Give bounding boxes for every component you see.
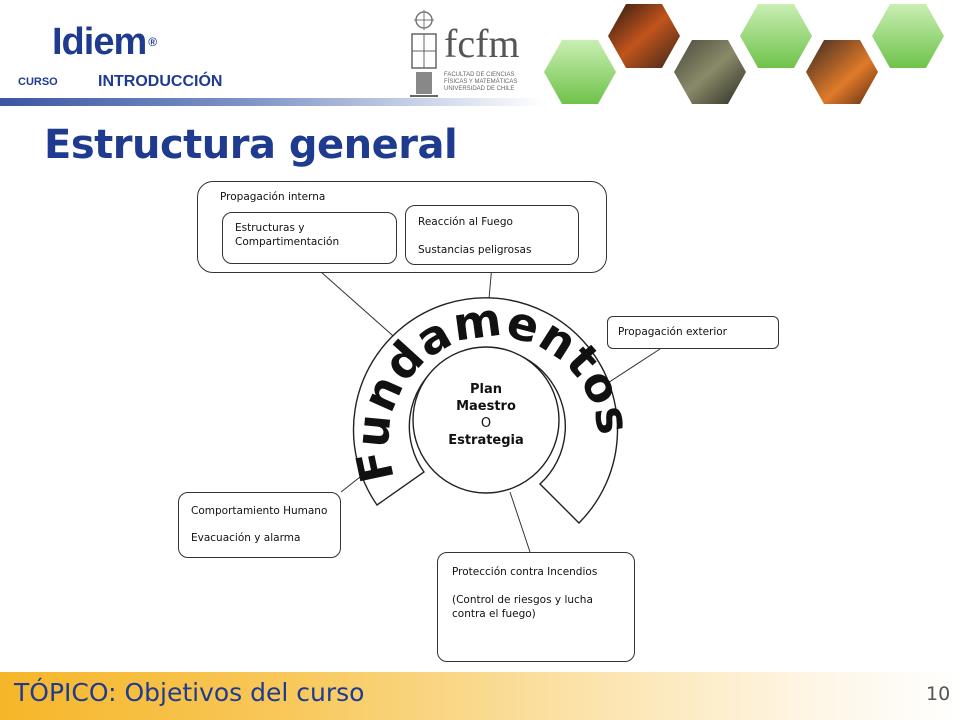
center-line-plan: Plan	[469, 382, 502, 397]
hexagon-photo-strip	[544, 4, 944, 104]
label-evacuacion: Evacuación y alarma	[191, 532, 301, 544]
label-proteccion-detalle: (Control de riesgos y lucha contra el fu…	[452, 594, 593, 620]
label-sustancias: Sustancias peligrosas	[418, 244, 532, 256]
connector-proteccion	[509, 491, 531, 553]
footer-topic: TÓPICO: Objetivos del curso	[14, 678, 365, 707]
hexagon-photo-fire-building	[608, 4, 680, 68]
fcfm-subtitle: FACULTAD DE CIENCIAS FÍSICAS Y MATEMÁTIC…	[444, 72, 518, 92]
idiem-logo: Idiem®	[52, 21, 157, 63]
page-number: 10	[926, 683, 951, 705]
idiem-logo-reg: ®	[148, 35, 157, 49]
hexagon-photo-furnace	[806, 40, 878, 104]
center-line-estrategia: Estrategia	[448, 433, 524, 448]
curso-label: CURSO	[18, 76, 58, 88]
label-propagacion-exterior: Propagación exterior	[618, 326, 728, 338]
center-text: Plan Maestro O Estrategia	[425, 381, 547, 449]
hexagon-green-1	[544, 40, 616, 104]
box-reaccion-fuego: Reacción al Fuego Sustancias peligrosas	[405, 205, 579, 265]
footer-bar	[0, 672, 960, 720]
box-comportamiento-humano: Comportamiento Humano Evacuación y alarm…	[178, 492, 341, 558]
hexagon-photo-test-room	[674, 40, 746, 104]
connector-estructuras	[311, 263, 401, 343]
section-label: INTRODUCCIÓN	[98, 73, 223, 90]
label-reaccion: Reacción al Fuego	[418, 216, 513, 228]
box-estructuras: Estructuras y Compartimentación	[222, 212, 397, 264]
fcfm-logo: fcfm	[444, 21, 520, 66]
label-estructuras: Estructuras y Compartimentación	[235, 222, 340, 248]
center-line-o: O	[480, 416, 492, 431]
label-proteccion: Protección contra Incendios	[452, 566, 598, 578]
center-line-maestro: Maestro	[456, 399, 516, 414]
center-circle	[412, 346, 560, 494]
idiem-logo-text: Idiem	[52, 21, 147, 63]
university-crest-icon	[410, 10, 438, 97]
box-proteccion-incendios: Protección contra Incendios (Control de …	[437, 552, 635, 662]
label-propagacion-interna: Propagación interna	[220, 191, 326, 203]
header-rule	[0, 98, 545, 106]
hexagon-green-3	[872, 4, 944, 68]
label-comportamiento: Comportamiento Humano	[191, 505, 328, 517]
hexagon-green-2	[740, 4, 812, 68]
box-propagacion-exterior: Propagación exterior	[607, 316, 779, 349]
slide-title: Estructura general	[44, 122, 458, 168]
